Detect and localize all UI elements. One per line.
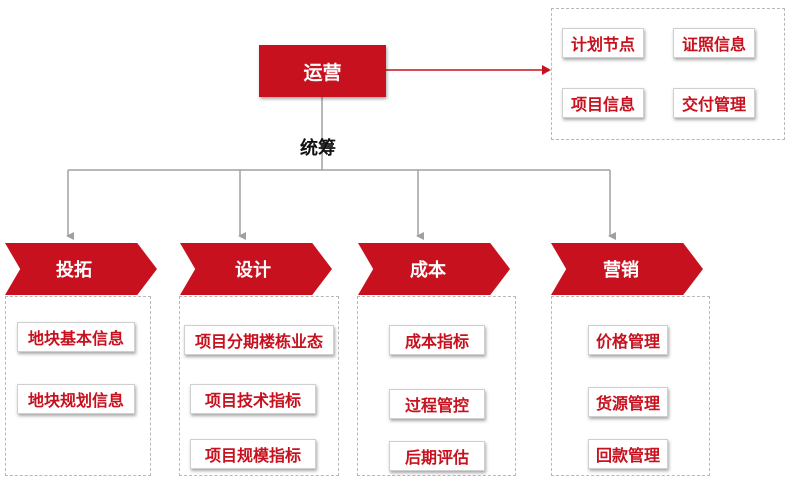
item-payment-collection: 回款管理 (588, 439, 668, 469)
item-delivery-management: 交付管理 (673, 88, 755, 118)
chevron-cost (358, 243, 510, 295)
chevron-label-cost: 成本 (410, 260, 446, 281)
panel-design (179, 296, 339, 476)
item-land-planning-info: 地块规划信息 (17, 384, 135, 414)
chevron-label-marketing: 营销 (603, 260, 639, 281)
coordination-label: 统筹 (300, 138, 336, 159)
chevron-design (180, 243, 332, 295)
panel-cost (357, 296, 516, 476)
item-land-basic-info: 地块基本信息 (17, 322, 135, 352)
item-project-scale-indicators: 项目规模指标 (190, 439, 316, 469)
item-inventory-management: 货源管理 (588, 387, 668, 417)
panel-investment (5, 296, 151, 476)
item-project-technical-indicators: 项目技术指标 (190, 384, 316, 414)
arrow-head-red (542, 65, 551, 75)
item-project-info: 项目信息 (562, 88, 644, 118)
item-project-phase-building: 项目分期楼栋业态 (184, 325, 334, 355)
item-post-evaluation: 后期评估 (389, 441, 485, 471)
item-price-management: 价格管理 (588, 325, 668, 355)
operation-detail-panel (551, 8, 785, 140)
chevron-label-investment: 投拓 (56, 260, 92, 281)
panel-marketing (551, 296, 710, 476)
item-cost-indicators: 成本指标 (389, 325, 485, 355)
main-node-operation: 运营 (259, 45, 386, 97)
item-plan-nodes: 计划节点 (562, 28, 644, 58)
chevron-investment (5, 243, 157, 295)
chevron-label-design: 设计 (235, 260, 271, 281)
main-node-label: 运营 (303, 61, 342, 84)
item-process-control: 过程管控 (389, 389, 485, 419)
item-license-info: 证照信息 (673, 28, 755, 58)
chevron-marketing (551, 243, 703, 295)
